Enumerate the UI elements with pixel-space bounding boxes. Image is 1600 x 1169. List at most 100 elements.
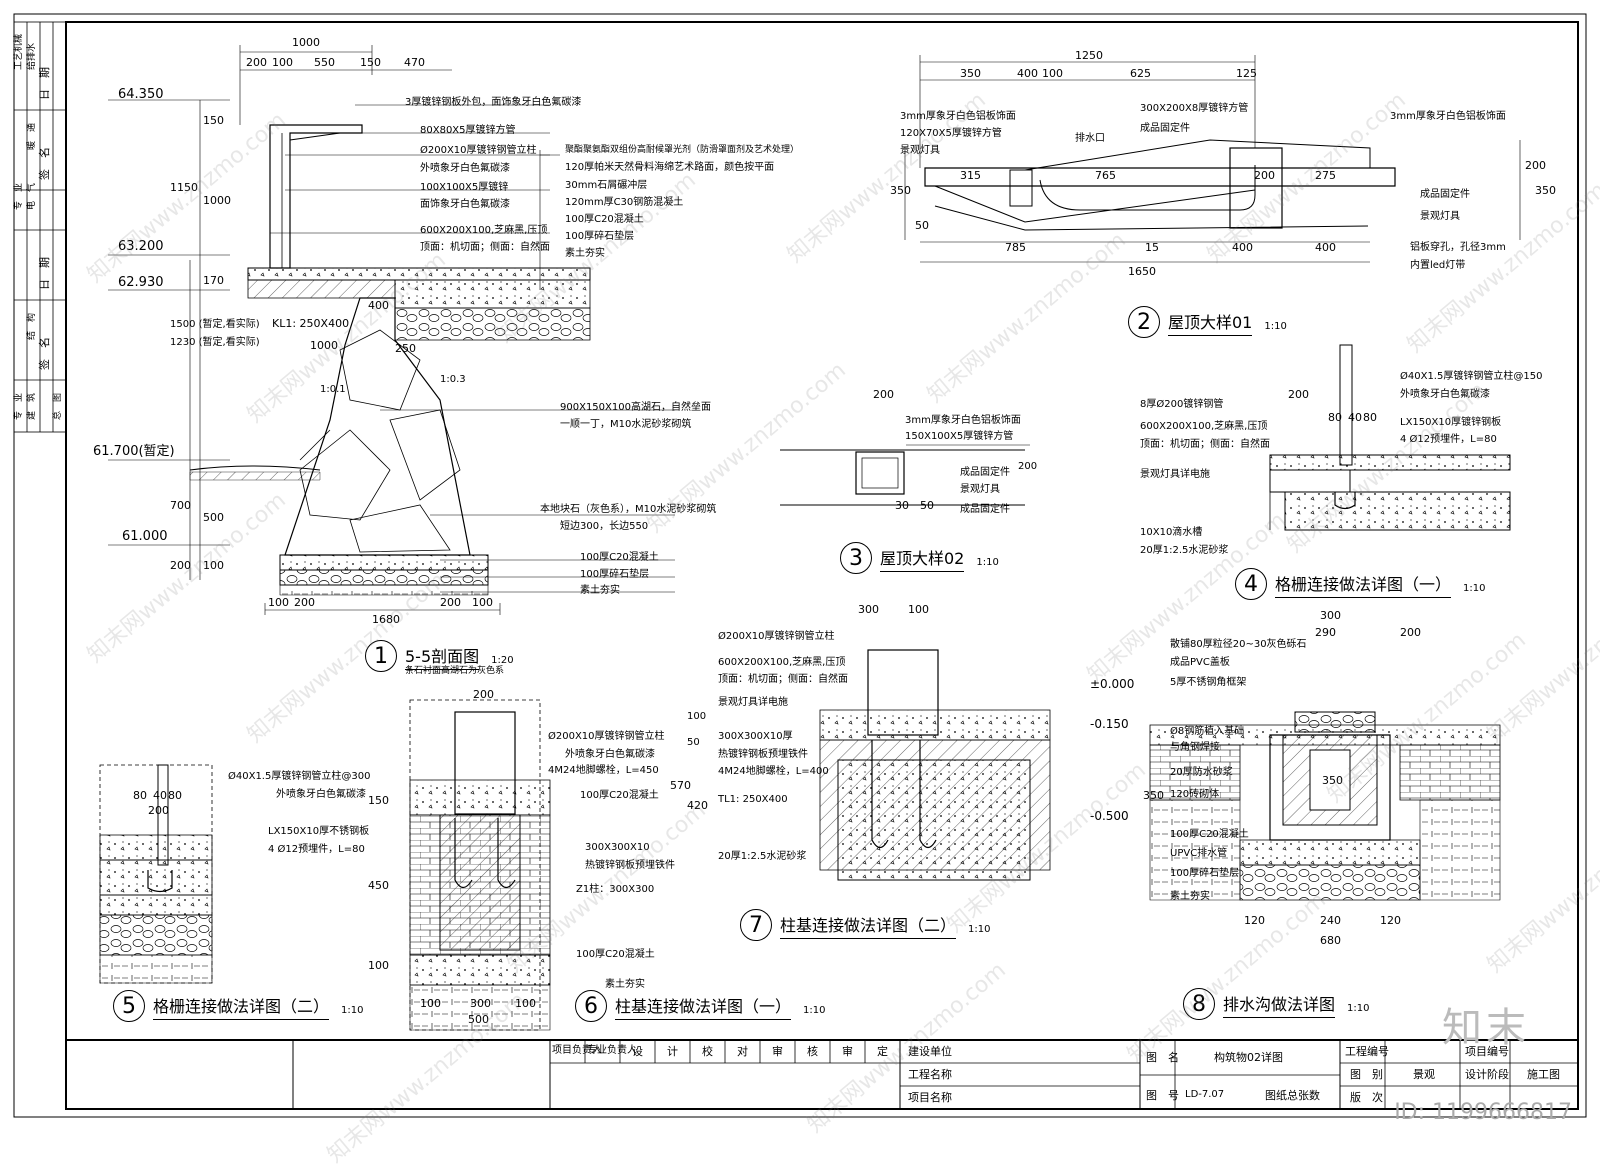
dim-label: 125: [1236, 67, 1257, 80]
stage-label: 设计阶段: [1465, 1068, 1509, 1081]
callout: 外喷象牙白色氟碳漆: [276, 789, 366, 800]
dim-label: 1150: [170, 181, 198, 194]
callout: 与角钢焊接: [1170, 742, 1220, 753]
callout: 100厚碎石垫层: [1170, 868, 1240, 879]
callout: 成品PVC盖板: [1170, 657, 1230, 668]
callout: 素土夯实: [1170, 891, 1210, 902]
elevation-label: -0.150: [1090, 717, 1129, 731]
dim-label: 80: [133, 789, 147, 802]
dim-label: 200: [170, 559, 191, 572]
callout: 20厚1:2.5水泥砂浆: [1140, 545, 1229, 556]
callout: 内置led灯带: [1410, 260, 1466, 271]
callout: Ø200X10厚镀锌钢管立柱: [718, 631, 835, 642]
elevation-label: -0.500: [1090, 809, 1129, 823]
strip-label: 暖 通: [25, 123, 37, 150]
callout: 80X80X5厚镀锌方管: [420, 125, 516, 136]
dim-label: 1500 (暂定,看实际): [170, 319, 260, 330]
callout: 外喷象牙白色氟碳漆: [565, 749, 655, 760]
callout: 3mm厚象牙白色铝板饰面: [905, 415, 1021, 426]
callout: 本地块石（灰色系），M10水泥砂浆砌筑: [540, 504, 717, 515]
strip-label: 给排水: [25, 43, 37, 70]
drawing-name-label: 图 名: [1146, 1051, 1179, 1064]
detail-5-caption: 5 格栅连接做法详图（二） 1:10: [113, 990, 363, 1022]
callout: 300X300X10厚: [718, 731, 793, 742]
strip-label: 建 筑: [25, 393, 37, 420]
callout: 热镀锌钢板预埋铁件: [718, 749, 808, 760]
callout: 120砖砌体: [1170, 789, 1220, 800]
detail-2-caption: 2 屋顶大样01 1:10: [1128, 306, 1287, 338]
callout: 3厚镀锌钢板外包，面饰象牙白色氟碳漆: [405, 97, 582, 108]
callout: 素土夯实: [580, 585, 620, 596]
dim-label: 350: [960, 67, 981, 80]
dim-label: 500: [203, 511, 224, 524]
dim-label: 200: [1018, 461, 1038, 472]
callout: 4 Ø12预埋件，L=80: [1400, 434, 1497, 445]
callout: 成品固定件: [1420, 189, 1470, 200]
callout: 散铺80厚粒径20~30灰色砾石: [1170, 639, 1307, 650]
callout: Ø40X1.5厚镀锌钢管立柱@300: [228, 771, 371, 782]
callout: 顶面：机切面；侧面：自然面: [1140, 439, 1270, 450]
detail-title: 5-5剖面图: [405, 643, 480, 670]
strip-label: 日 期: [38, 257, 51, 290]
callout: 120X70X5厚镀锌方管: [900, 128, 1002, 139]
role-cell: 计: [667, 1045, 678, 1058]
dim-label: 400: [1315, 241, 1336, 254]
detail-1-caption: 1 5-5剖面图 1:20: [365, 640, 514, 672]
callout: 900X150X100高湖石，自然垒面: [560, 402, 711, 413]
callout: 150X100X5厚镀锌方管: [905, 431, 1014, 442]
callout: 外喷象牙白色氟碳漆: [420, 163, 510, 174]
callout: Z1柱：300X300: [576, 884, 655, 895]
dim-label: 785: [1005, 241, 1026, 254]
dim-label: 120: [1380, 914, 1401, 927]
dim-label: 100: [472, 596, 493, 609]
dim-label: 550: [314, 56, 335, 69]
dim-label: 400: [1232, 241, 1253, 254]
category-value: 景观: [1413, 1068, 1435, 1081]
elevation-label: 63.200: [118, 239, 164, 254]
dim-label: 50: [687, 737, 700, 748]
callout: UPVC排水管: [1170, 848, 1228, 859]
callout: 景观灯具: [960, 484, 1000, 495]
dim-label: 200: [873, 388, 894, 401]
callout: 短边300，长边550: [560, 521, 649, 532]
callout: 600X200X100,芝麻黑,压顶: [420, 225, 548, 236]
dim-label: 1000: [310, 339, 338, 352]
detail-3-section: [780, 444, 1030, 506]
detail-number: 2: [1128, 306, 1160, 338]
detail-8-caption: 8 排水沟做法详图 1:10: [1183, 988, 1369, 1020]
callout: 热镀锌钢板预埋铁件: [585, 860, 675, 871]
callout: 300X300X10: [585, 842, 650, 853]
dim-label: 40: [1348, 411, 1362, 424]
callout: 100厚C20混凝土: [1170, 829, 1249, 840]
strip-label: 专 业: [12, 393, 24, 420]
dim-label: 400: [368, 299, 389, 312]
dim-label: 300: [470, 997, 491, 1010]
detail-title: 屋顶大样01: [1168, 309, 1253, 336]
detail-scale: 1:10: [341, 1005, 364, 1016]
role-cell: 专业负责人: [587, 1045, 637, 1056]
detail-note: 条石衬面高湖石为灰色系: [405, 666, 505, 676]
callout: 120厚帕米天然骨料海绵艺术路面，颜色按平面: [565, 162, 775, 173]
detail-title: 排水沟做法详图: [1223, 991, 1336, 1018]
callout: 素土夯实: [565, 248, 605, 259]
callout: 10X10滴水槽: [1140, 527, 1203, 538]
detail-2-dims: [904, 55, 1521, 263]
total-sheets-label: 图纸总张数: [1265, 1089, 1320, 1102]
callout: LX150X10厚不锈钢板: [268, 826, 370, 837]
detail-1-leaders: [270, 104, 675, 593]
detail-6-caption: 6 柱基连接做法详图（一） 1:10: [575, 990, 825, 1022]
dim-label: 100: [203, 559, 224, 572]
dim-label: 100: [687, 711, 707, 722]
strip-label: 工艺机械: [12, 34, 24, 70]
dim-label: 100: [1042, 67, 1063, 80]
detail-number: 8: [1183, 988, 1215, 1020]
detail-7-caption: 7 柱基连接做法详图（二） 1:10: [740, 909, 990, 941]
dim-label: 1000: [203, 194, 231, 207]
callout: 5厚不锈钢角框架: [1170, 677, 1247, 688]
dim-label: 350: [1535, 184, 1556, 197]
dim-label: 120: [1244, 914, 1265, 927]
callout: 100X100X5厚镀锌: [420, 182, 509, 193]
detail-4-section: [1269, 344, 1511, 531]
callout: 100厚C20混凝土: [580, 552, 659, 563]
dim-label: 100: [368, 959, 389, 972]
